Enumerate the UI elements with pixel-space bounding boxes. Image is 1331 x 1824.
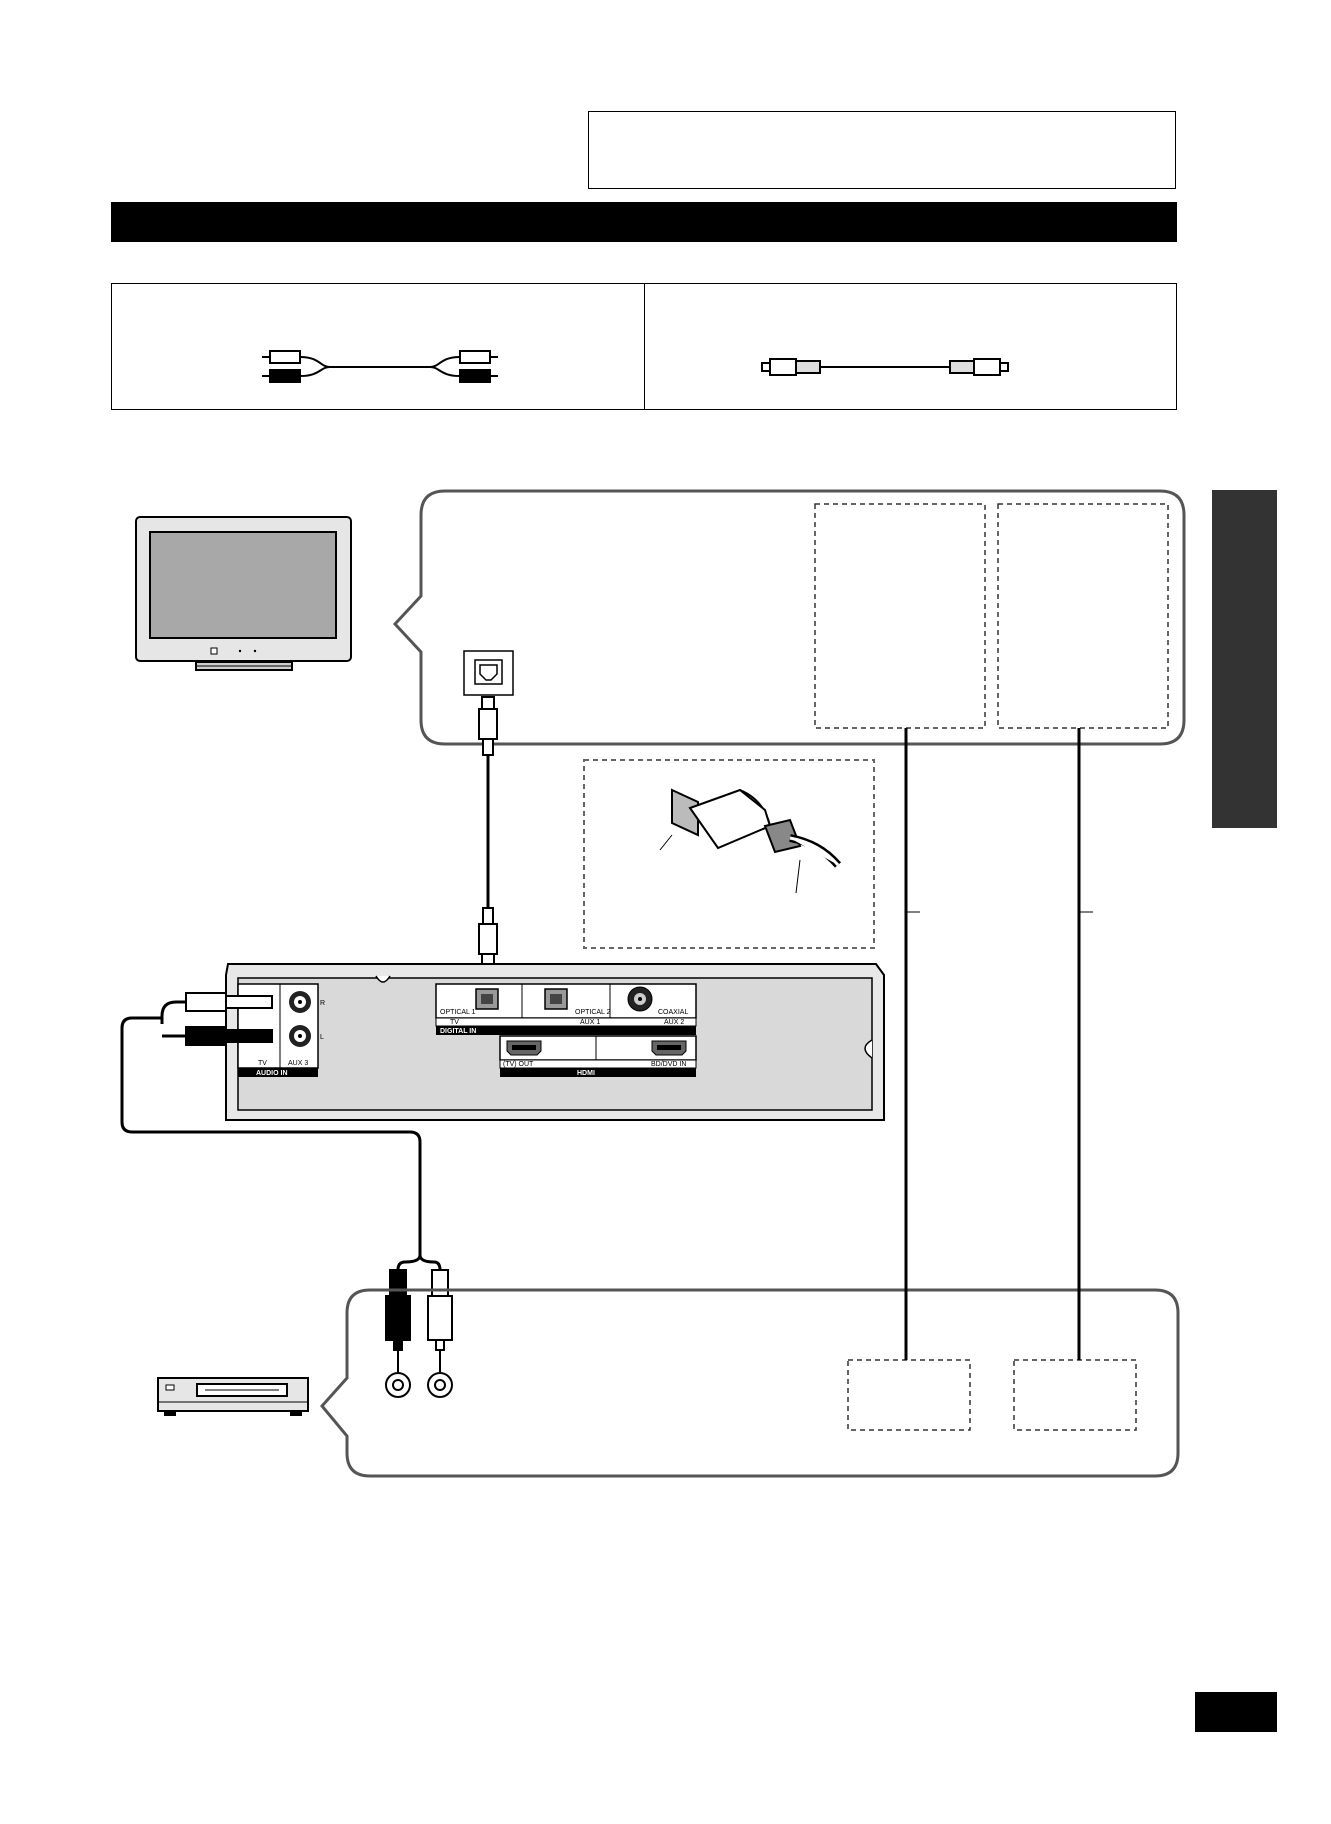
coaxial-label: COAXIAL <box>658 1009 688 1016</box>
rca-plugs-rear <box>160 992 273 1046</box>
vcr-option-box-1 <box>847 1359 971 1431</box>
audio-r-mark: R <box>320 1000 325 1007</box>
hdmi-port-icon <box>506 1040 542 1056</box>
aux1-label: AUX 1 <box>580 1019 600 1026</box>
coaxial-jack-icon <box>627 986 653 1012</box>
optical-jack-icon <box>475 988 499 1010</box>
rca-jack-icon <box>289 991 311 1013</box>
optical-cable <box>478 696 498 967</box>
accessory-table <box>111 283 1177 410</box>
audio-in-label: AUDIO IN <box>256 1070 288 1077</box>
hdmi-logo: HDMI <box>577 1070 595 1077</box>
page-number-box <box>1195 1692 1277 1732</box>
optical-jack-icon <box>544 988 568 1010</box>
rca-jack-icon <box>427 1372 453 1398</box>
aux3-label: AUX 3 <box>288 1060 308 1067</box>
optical2-label: OPTICAL 2 <box>575 1009 611 1016</box>
optical-cable-icon <box>761 358 1009 376</box>
optical-plug-detail-illustration <box>659 788 842 894</box>
rca-cable-split <box>396 1254 442 1271</box>
rca-jack-icon <box>385 1372 411 1398</box>
audio-tv-label: TV <box>258 1060 267 1067</box>
hdmi-port-icon <box>651 1040 687 1056</box>
tv-icon <box>135 516 352 671</box>
digital-tv-label: TV <box>450 1019 459 1026</box>
optical1-label: OPTICAL 1 <box>440 1009 476 1016</box>
aux2-label: AUX 2 <box>664 1019 684 1026</box>
digital-in-section: OPTICAL 1 OPTICAL 2 COAXIAL TV AUX 1 AUX… <box>435 983 697 1035</box>
section-header-bar <box>111 202 1177 242</box>
hdmi-bddvd-in-label: BD/DVD IN <box>651 1061 686 1068</box>
vcr-callout-bubble <box>320 1288 1180 1478</box>
tv-option-box-1 <box>814 503 986 729</box>
digital-in-label: DIGITAL IN <box>440 1028 476 1035</box>
rca-plugs-vcr <box>385 1269 453 1372</box>
hdmi-tv-out-label: (TV) OUT <box>503 1061 534 1068</box>
tv-callout-bubble <box>392 489 1186 746</box>
vcr-icon <box>157 1377 309 1416</box>
rca-audio-cable <box>120 1016 422 1255</box>
optical-jack-icon <box>463 650 514 696</box>
accessory-table-divider <box>644 284 645 409</box>
header-note-box <box>588 111 1176 189</box>
rca-cable-icon <box>262 350 498 383</box>
rca-jack-icon <box>289 1025 311 1047</box>
optical-plug-detail-box <box>583 759 875 949</box>
vcr-option-box-2 <box>1013 1359 1137 1431</box>
side-tab <box>1212 490 1277 828</box>
audio-l-mark: L <box>320 1034 324 1041</box>
hdmi-section: (TV) OUT BD/DVD IN HDMI <box>499 1035 697 1077</box>
tv-option-box-2 <box>997 503 1169 729</box>
